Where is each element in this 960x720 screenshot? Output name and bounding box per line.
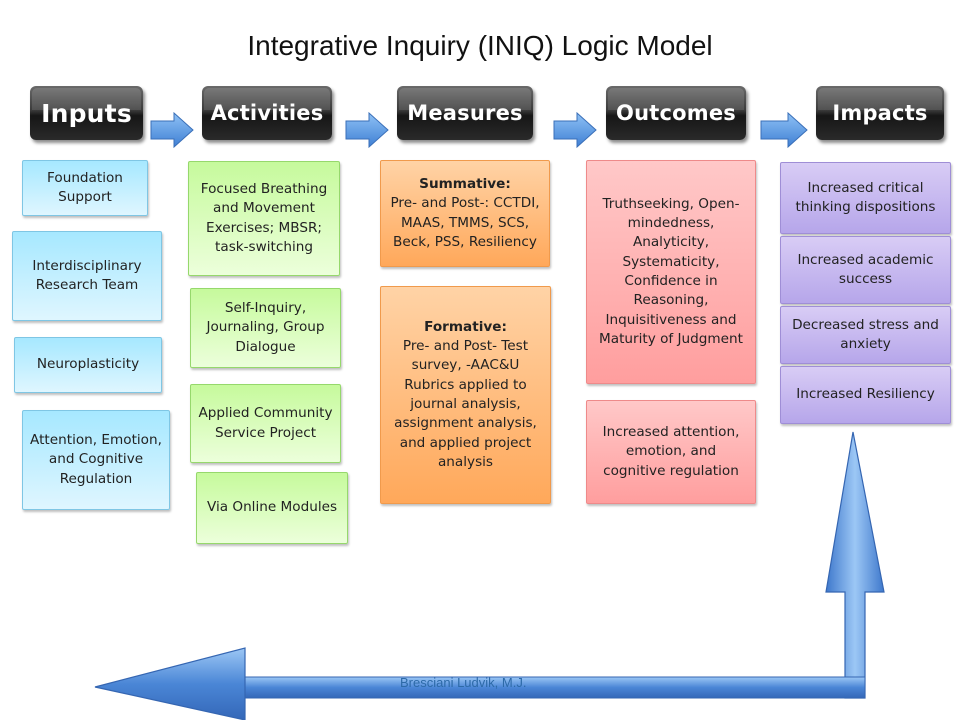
- activity-box: Focused Breathing and Movement Exercises…: [188, 161, 340, 276]
- measure-text: Pre- and Post- Test survey, -AAC&U Rubri…: [394, 338, 537, 470]
- impact-label: Increased critical thinking dispositions: [795, 179, 936, 215]
- activity-box: Self-Inquiry, Journaling, Group Dialogue: [190, 288, 341, 368]
- header-inputs: Inputs: [30, 86, 143, 140]
- activity-label: Self-Inquiry, Journaling, Group Dialogue: [206, 300, 325, 355]
- impact-box: Increased academic success: [780, 236, 951, 304]
- measure-summative-box: Summative: Pre- and Post-: CCTDI, MAAS, …: [380, 160, 550, 267]
- header-measures: Measures: [397, 86, 533, 140]
- measure-text: Pre- and Post-: CCTDI, MAAS, TMMS, SCS, …: [390, 195, 540, 250]
- arrow-right-icon: [345, 112, 389, 148]
- outcome-box: Increased attention, emotion, and cognit…: [586, 400, 756, 504]
- activity-label: Via Online Modules: [206, 499, 338, 516]
- activity-label: Focused Breathing and Movement Exercises…: [200, 180, 328, 255]
- header-activities: Activities: [202, 86, 332, 140]
- outcome-box: Truthseeking, Open-mindedness, Analytici…: [586, 160, 756, 384]
- activity-box: Via Online Modules: [196, 472, 348, 544]
- input-box: Interdisciplinary Research Team: [12, 231, 162, 321]
- outcome-label: Truthseeking, Open-mindedness, Analytici…: [599, 195, 743, 347]
- measure-heading: Summative:: [419, 175, 511, 192]
- header-impacts: Impacts: [816, 86, 944, 140]
- activity-box: Applied Community Service Project: [190, 384, 341, 463]
- input-label: Attention, Emotion, and Cognitive Regula…: [30, 432, 162, 487]
- input-label: Interdisciplinary Research Team: [32, 257, 142, 293]
- activity-label: Applied Community Service Project: [198, 405, 333, 441]
- arrow-right-icon: [760, 112, 808, 148]
- input-box: Attention, Emotion, and Cognitive Regula…: [22, 410, 170, 510]
- impact-label: Decreased stress and anxiety: [792, 316, 939, 352]
- header-outcomes: Outcomes: [606, 86, 746, 140]
- measure-formative-box: Formative: Pre- and Post- Test survey, -…: [380, 286, 551, 504]
- impact-box: Increased critical thinking dispositions: [780, 162, 951, 234]
- impact-box: Increased Resiliency: [780, 366, 951, 424]
- input-label: Foundation Support: [47, 169, 123, 205]
- outcome-label: Increased attention, emotion, and cognit…: [602, 424, 740, 479]
- arrow-right-icon: [150, 112, 194, 148]
- input-box: Foundation Support: [22, 160, 148, 216]
- input-label: Neuroplasticity: [36, 356, 140, 373]
- measure-heading: Formative:: [424, 318, 507, 335]
- arrow-right-icon: [553, 112, 597, 148]
- impact-label: Increased academic success: [797, 251, 934, 287]
- watermark: Bresciani Ludvik, M.J.: [400, 675, 527, 690]
- impact-box: Decreased stress and anxiety: [780, 306, 951, 364]
- input-box: Neuroplasticity: [14, 337, 162, 393]
- impact-label: Increased Resiliency: [796, 386, 935, 403]
- page-title: Integrative Inquiry (INIQ) Logic Model: [247, 30, 713, 61]
